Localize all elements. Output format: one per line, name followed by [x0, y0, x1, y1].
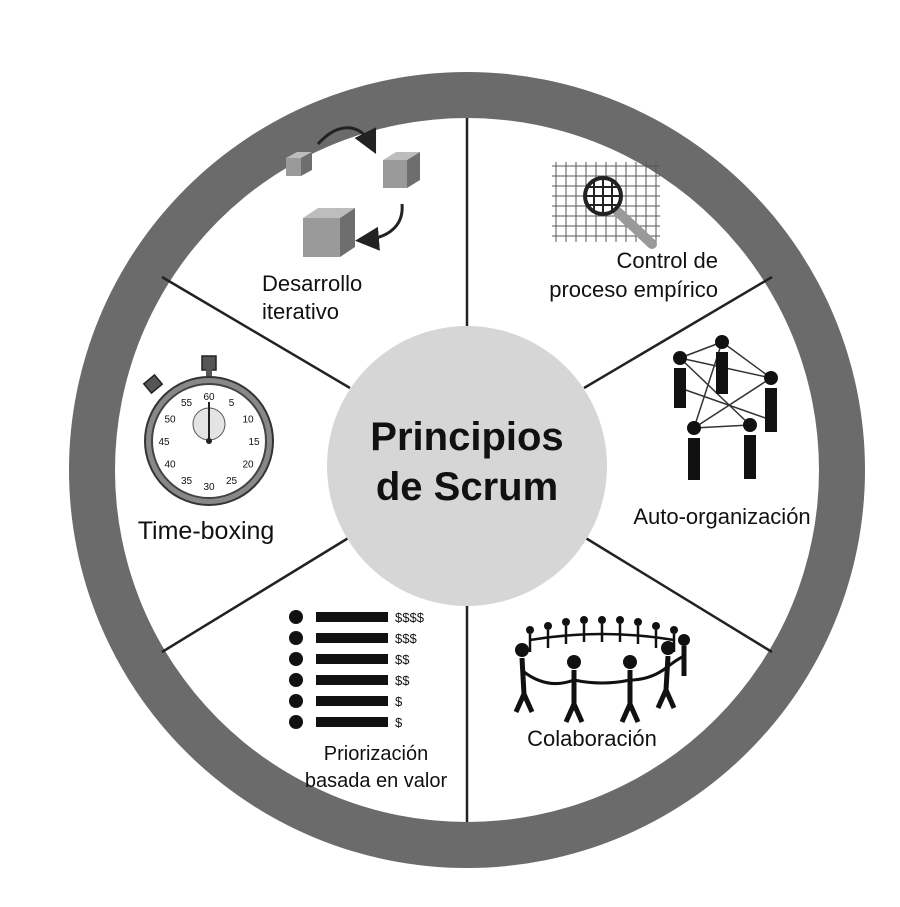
stopwatch-number: 50	[164, 415, 176, 426]
priority-row: $$	[289, 673, 410, 688]
stopwatch-number: 55	[181, 398, 193, 409]
priority-value: $$	[395, 673, 410, 688]
stopwatch-number: 35	[181, 476, 193, 487]
stopwatch-numbers: 60 5 10 15 20 25 30 35 40 45 50 55	[158, 392, 260, 493]
stopwatch-number: 20	[242, 460, 254, 471]
center-circle	[327, 326, 607, 606]
iterative-cubes-icon	[286, 126, 420, 257]
desarrollo-label-line1: Desarrollo	[262, 271, 362, 296]
center-title-line1: Principios	[370, 415, 563, 459]
segment-control-proceso: Control de proceso empírico	[549, 162, 718, 302]
segment-colaboracion: Colaboración	[513, 616, 690, 751]
network-people-icon	[673, 335, 778, 480]
stopwatch-number: 60	[203, 392, 215, 403]
stopwatch-number: 15	[248, 437, 260, 448]
priority-row: $$$$	[289, 610, 425, 625]
stopwatch-number: 25	[226, 476, 238, 487]
priority-row: $$$	[289, 631, 417, 646]
priority-row: $	[289, 715, 403, 730]
control-label-line2: proceso empírico	[549, 277, 718, 302]
priority-value: $$$$	[395, 610, 425, 625]
desarrollo-label-line2: iterativo	[262, 299, 339, 324]
priorizacion-label-line2: basada en valor	[305, 770, 448, 792]
priority-row: $$	[289, 652, 410, 667]
segment-priorizacion: $$$$ $$$ $$ $$ $	[289, 610, 448, 792]
auto-label: Auto-organización	[633, 504, 810, 529]
stopwatch-number: 45	[158, 437, 170, 448]
center-title-line2: de Scrum	[376, 465, 558, 509]
prioritized-list-icon: $$$$ $$$ $$ $$ $	[289, 610, 425, 730]
stopwatch-icon: 60 5 10 15 20 25 30 35 40 45 50 55	[142, 355, 274, 506]
timeboxing-label: Time-boxing	[138, 517, 275, 545]
control-label-line1: Control de	[616, 248, 718, 273]
people-circle-icon	[513, 616, 690, 724]
priority-value: $	[395, 694, 403, 709]
segment-timeboxing: 60 5 10 15 20 25 30 35 40 45 50 55 Time-boxing	[138, 355, 275, 545]
priority-value: $	[395, 715, 403, 730]
stopwatch-number: 40	[164, 460, 176, 471]
priorizacion-label-line1: Priorización	[324, 743, 428, 765]
segment-dividers	[161, 118, 773, 822]
grid-magnifier-icon	[552, 162, 660, 249]
stopwatch-number: 10	[242, 415, 254, 426]
stopwatch-number: 5	[229, 398, 235, 409]
colaboracion-label: Colaboración	[527, 726, 657, 751]
segment-auto-organizacion: Auto-organización	[633, 335, 811, 529]
priority-row: $	[289, 694, 403, 709]
segment-desarrollo-iterativo: Desarrollo iterativo	[262, 126, 420, 324]
priority-value: $$	[395, 652, 410, 667]
stopwatch-number: 30	[203, 482, 215, 493]
priority-value: $$$	[395, 631, 417, 646]
